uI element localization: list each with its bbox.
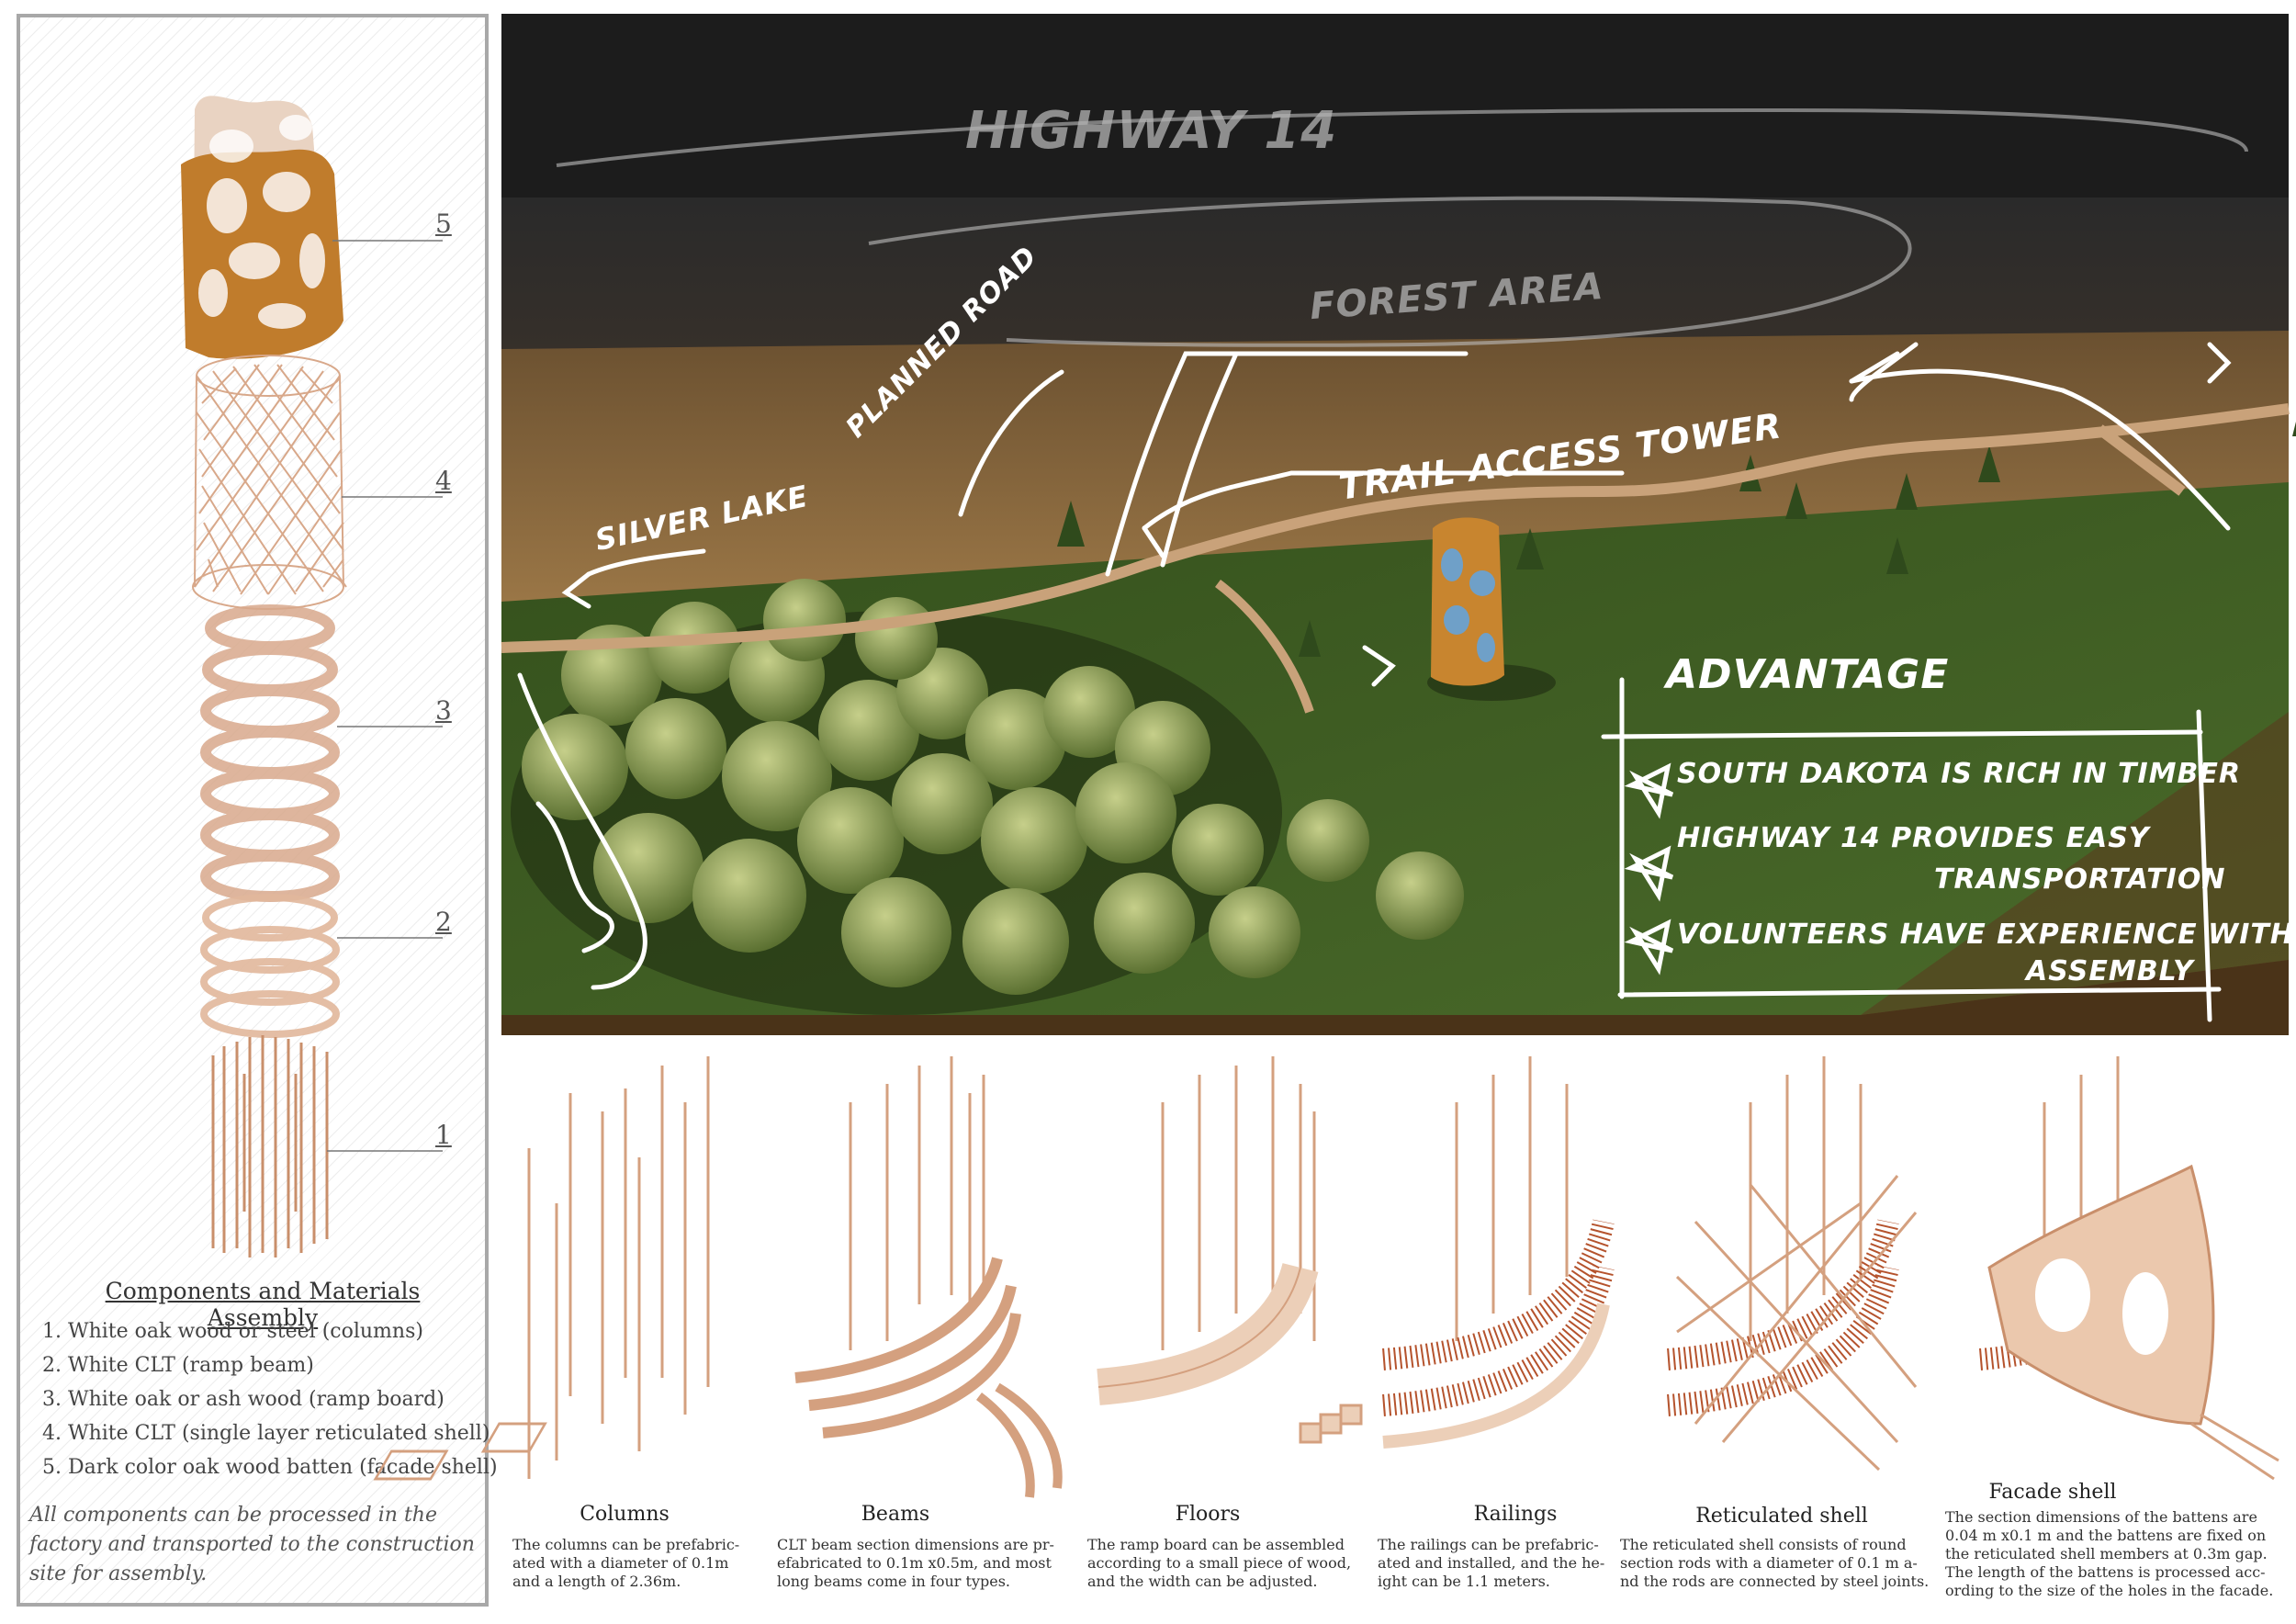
stage-railings-title: Railings (1473, 1503, 1558, 1526)
part-number-4: 4 (435, 466, 452, 496)
stage-columns-desc: The columns can be prefabric- ated with … (512, 1536, 740, 1590)
exploded-tower-diagram (181, 96, 443, 1257)
site-model-photo: HIGHWAY 14 FOREST AREA PLANNED ROAD SILV… (501, 14, 2296, 1035)
part-number-3: 3 (435, 695, 452, 726)
advantage-frame (1601, 677, 2222, 1022)
stage-facade-desc: The section dimensions of the battens ar… (1945, 1508, 2274, 1599)
advantage-item-2-line1: HIGHWAY 14 PROVIDES EASY (1677, 822, 2150, 854)
stage-facade-title: Facade shell (1988, 1481, 2117, 1504)
assembly-title: Components and Materials Assembly (105, 1278, 421, 1331)
advantage-item-3-line1: VOLUNTEERS HAVE EXPERIENCE WITH (1677, 919, 2294, 951)
stage-floors-desc: The ramp board can be assembled accordin… (1087, 1536, 1352, 1590)
advantage-item-2-line2: TRANSPORTATION (1934, 863, 2226, 896)
site-model-illustration (501, 14, 2296, 1035)
reticulated-shell-part (192, 355, 347, 610)
stage-railings-drawing (1382, 1056, 1615, 1449)
stage-reticulated-title: Reticulated shell (1695, 1505, 1868, 1528)
advantage-item-3-line2: ASSEMBLY (2026, 955, 2194, 987)
stage-floors-drawing (1097, 1056, 1363, 1444)
stage-reticulated-desc: The reticulated shell consists of round … (1620, 1536, 1930, 1590)
assembly-list: 1. White oak wood or steel (columns) 2. … (42, 1314, 498, 1484)
stage-railings-desc: The railings can be prefabric- ated and … (1378, 1536, 1605, 1590)
stage-beams-drawing (794, 1056, 1063, 1498)
advantage-title: ADVANTAGE (1666, 651, 1950, 698)
assembly-item-1: 1. White oak wood or steel (columns) (42, 1320, 423, 1343)
assembly-note: All components can be processed in the f… (29, 1504, 475, 1585)
facade-shell-part (181, 96, 343, 359)
part-number-1: 1 (435, 1120, 452, 1150)
stage-reticulated-drawing (1667, 1056, 1918, 1472)
construction-stages-drawings (373, 1056, 2279, 1498)
trail-tower-model (1427, 517, 1556, 701)
assembly-item-5: 5. Dark color oak wood batten (facade sh… (42, 1456, 498, 1479)
part-number-5: 5 (435, 209, 452, 239)
advantage-item-1: SOUTH DAKOTA IS RICH IN TIMBER (1677, 758, 2241, 790)
part-number-2: 2 (435, 907, 452, 937)
components-panel: 5 4 3 2 1 Components and Materials Assem… (17, 14, 498, 1607)
ramp-board-part (200, 604, 340, 902)
assembly-item-2: 2. White CLT (ramp beam) (42, 1354, 314, 1377)
stage-floors-title: Floors (1175, 1503, 1241, 1526)
assembly-item-4: 4. White CLT (single layer reticulated s… (42, 1422, 490, 1445)
stage-columns-title: Columns (580, 1503, 670, 1526)
stage-facade-drawing (1979, 1056, 2279, 1481)
stage-beams-title: Beams (861, 1503, 930, 1526)
stage-columns-drawing (373, 1056, 710, 1481)
assembly-item-3: 3. White oak or ash wood (ramp board) (42, 1388, 445, 1411)
ramp-beam-part (200, 894, 340, 1038)
stage-beams-desc: CLT beam section dimensions are pr- efab… (777, 1536, 1054, 1590)
highway-label: HIGHWAY 14 (965, 101, 1338, 161)
columns-part (211, 1035, 329, 1257)
leader-lines (327, 240, 443, 1152)
forest-trees (522, 579, 1464, 995)
